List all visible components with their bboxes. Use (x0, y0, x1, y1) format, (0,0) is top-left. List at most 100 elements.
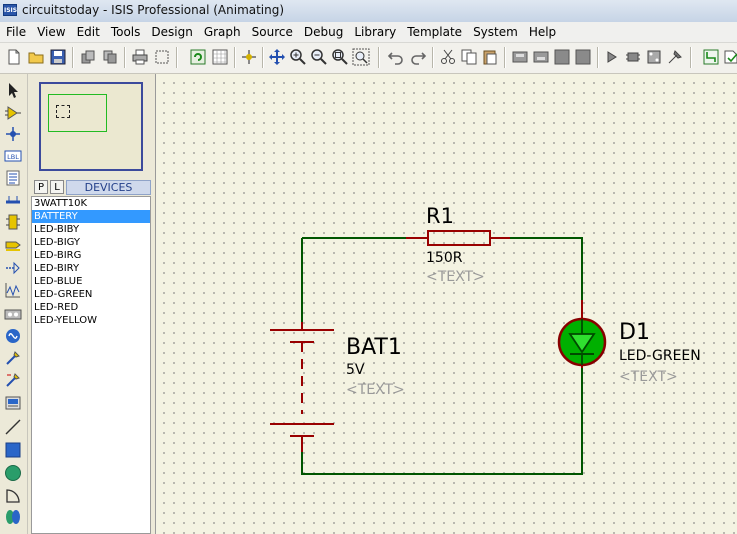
selection-mode-icon[interactable] (4, 81, 22, 99)
terminals-mode-icon[interactable] (4, 237, 22, 255)
battery-bat1[interactable] (270, 322, 334, 452)
menu-bar: File View Edit Tools Design Graph Source Debug L… (0, 22, 737, 43)
package-tool-icon[interactable] (645, 48, 663, 66)
search-tag-icon[interactable] (722, 48, 737, 66)
block-delete-icon[interactable] (574, 48, 592, 66)
generator-mode-icon[interactable] (4, 327, 22, 345)
export-icon[interactable] (101, 48, 119, 66)
copy-icon[interactable] (460, 48, 478, 66)
redo-icon[interactable] (409, 48, 427, 66)
open-folder-icon[interactable] (27, 48, 45, 66)
voltage-probe-icon[interactable] (4, 349, 22, 367)
led-value[interactable]: LED-GREEN (619, 348, 701, 364)
grid-toggle-icon[interactable] (211, 48, 229, 66)
title-bar: ISIS circuitstoday - ISIS Professional (… (0, 0, 737, 23)
bus-icon[interactable] (4, 191, 22, 209)
menu-edit[interactable]: Edit (76, 25, 100, 39)
list-item[interactable]: LED-RED (34, 302, 79, 313)
print-icon[interactable] (131, 48, 149, 66)
wires[interactable] (301, 237, 583, 475)
arc-draw-icon[interactable] (4, 486, 22, 504)
window-title: circuitstoday - ISIS Professional (Anima… (22, 3, 285, 17)
resistor-text-field[interactable]: <TEXT> (426, 269, 485, 285)
menu-source[interactable]: Source (251, 25, 293, 39)
resistor-reference[interactable]: R1 (426, 204, 454, 228)
list-item[interactable]: LED-BIGY (34, 237, 81, 248)
refresh-icon[interactable] (189, 48, 207, 66)
device-selector-header: P L DEVICES (31, 179, 151, 196)
block-copy-icon[interactable] (511, 48, 529, 66)
list-item[interactable]: LED-BIBY (34, 224, 80, 235)
wire-label-icon[interactable]: LBL (4, 147, 22, 165)
line-draw-icon[interactable] (4, 418, 22, 436)
current-probe-icon[interactable] (4, 371, 22, 389)
undo-icon[interactable] (387, 48, 405, 66)
box-draw-icon[interactable] (4, 441, 22, 459)
list-item[interactable]: 3WATT10K (34, 198, 88, 209)
circle-draw-icon[interactable] (4, 464, 22, 482)
import-icon[interactable] (79, 48, 97, 66)
menu-library[interactable]: Library (354, 25, 397, 39)
menu-file[interactable]: File (6, 25, 27, 39)
menu-view[interactable]: View (37, 25, 66, 39)
overview-visible-area[interactable] (48, 94, 107, 132)
graph-mode-icon[interactable] (4, 281, 22, 299)
list-item[interactable]: LED-BIRG (34, 250, 82, 261)
block-move-icon[interactable] (532, 48, 550, 66)
main-toolbar (0, 43, 737, 74)
subcircuit-icon[interactable] (4, 213, 22, 231)
zoom-all-icon[interactable] (331, 48, 349, 66)
menu-help[interactable]: Help (528, 25, 557, 39)
tape-recorder-icon[interactable] (4, 305, 22, 323)
battery-text-field[interactable]: <TEXT> (346, 382, 405, 398)
pick-device-button[interactable]: P (34, 180, 48, 194)
led-text-field[interactable]: <TEXT> (619, 369, 678, 385)
schematic-canvas[interactable]: R1 150R <TEXT> BAT1 5V <TEXT> D1 LED-GRE… (155, 74, 737, 534)
devices-title: DEVICES (66, 180, 151, 195)
list-item[interactable]: LED-YELLOW (34, 315, 97, 326)
device-pins-mode-icon[interactable] (4, 259, 22, 277)
menu-graph[interactable]: Graph (203, 25, 241, 39)
junction-dot-icon[interactable] (4, 125, 22, 143)
zoom-out-icon[interactable] (310, 48, 328, 66)
zoom-area-icon[interactable] (352, 48, 370, 66)
resistor-value[interactable]: 150R (426, 250, 463, 266)
led-d1[interactable] (557, 300, 607, 368)
svg-text:LBL: LBL (7, 153, 19, 161)
resistor-r1[interactable] (406, 230, 510, 246)
overview-window[interactable] (31, 74, 151, 175)
mode-toolbar: LBL (0, 74, 28, 534)
pan-icon[interactable] (268, 48, 286, 66)
library-manager-button[interactable]: L (50, 180, 64, 194)
decompose-icon[interactable] (666, 48, 684, 66)
pick-device-icon[interactable] (603, 48, 621, 66)
cut-icon[interactable] (439, 48, 457, 66)
origin-icon[interactable] (240, 48, 258, 66)
save-icon[interactable] (49, 48, 67, 66)
menu-system[interactable]: System (473, 25, 518, 39)
list-item[interactable]: LED-BIRY (34, 263, 80, 274)
menu-tools[interactable]: Tools (110, 25, 141, 39)
make-device-icon[interactable] (624, 48, 642, 66)
print-area-icon[interactable] (153, 48, 171, 66)
virtual-instruments-icon[interactable] (4, 394, 22, 412)
list-item-selected[interactable]: BATTERY (32, 210, 150, 223)
block-rotate-icon[interactable] (553, 48, 571, 66)
path-draw-icon[interactable] (4, 508, 22, 526)
menu-template[interactable]: Template (407, 25, 463, 39)
device-list: 3WATT10K BATTERY LED-BIBY LED-BIGY LED-B… (31, 196, 151, 534)
overview-sheet-frame (39, 82, 143, 171)
new-file-icon[interactable] (5, 48, 23, 66)
paste-icon[interactable] (481, 48, 499, 66)
led-reference[interactable]: D1 (619, 320, 650, 345)
wire-autorouter-icon[interactable] (702, 48, 720, 66)
text-script-icon[interactable] (4, 169, 22, 187)
list-item[interactable]: LED-BLUE (34, 276, 83, 287)
menu-debug[interactable]: Debug (303, 25, 344, 39)
list-item[interactable]: LED-GREEN (34, 289, 93, 300)
zoom-in-icon[interactable] (289, 48, 307, 66)
menu-design[interactable]: Design (151, 25, 193, 39)
battery-reference[interactable]: BAT1 (346, 335, 402, 360)
component-mode-icon[interactable] (4, 104, 22, 122)
battery-value[interactable]: 5V (346, 362, 365, 378)
